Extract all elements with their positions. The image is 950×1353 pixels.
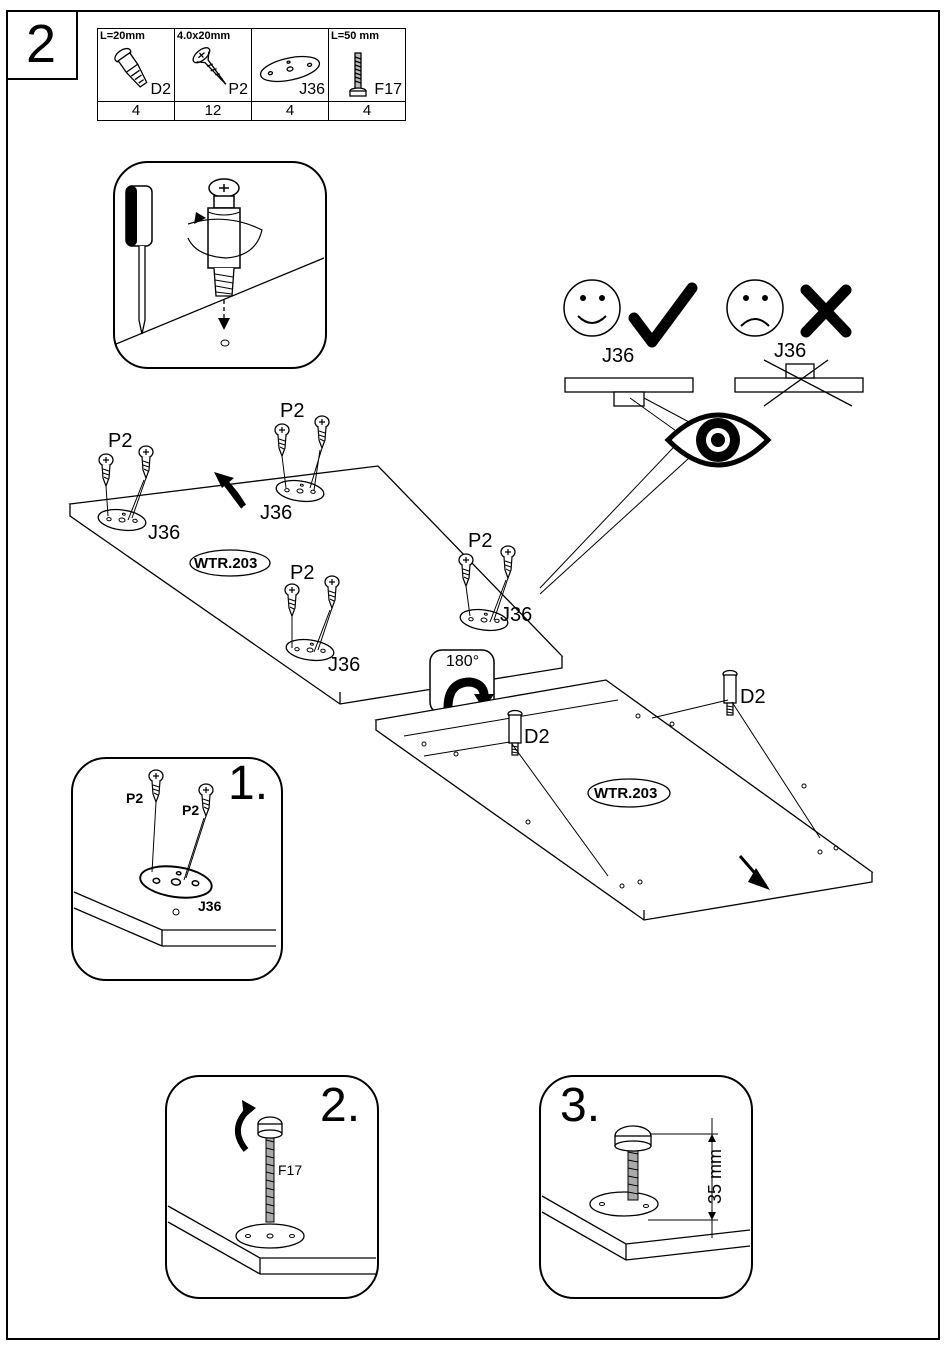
- sub-step-1: 1.: [228, 756, 268, 811]
- label-p2: P2: [468, 530, 492, 553]
- label-j36: J36: [148, 522, 180, 545]
- label-p2: P2: [290, 562, 314, 585]
- label-p2: P2: [182, 802, 199, 818]
- eye-icon: [668, 415, 768, 465]
- panel-code-lower: WTR.203: [594, 785, 657, 802]
- panel-code-upper: WTR.203: [194, 555, 257, 572]
- sub-step-2: 2.: [320, 1078, 360, 1133]
- label-j36-correct: J36: [602, 345, 634, 368]
- label-j36-wrong: J36: [774, 340, 806, 363]
- smiley-face-icon: [564, 280, 620, 336]
- label-j36: J36: [328, 654, 360, 677]
- sub-step-3: 3.: [560, 1078, 600, 1133]
- detail-cam-insert: [114, 162, 326, 368]
- label-j36: J36: [260, 502, 292, 525]
- label-p2: P2: [126, 790, 143, 806]
- label-j36: J36: [198, 898, 221, 914]
- check-mark-icon: [634, 288, 692, 342]
- label-f17: F17: [278, 1162, 302, 1178]
- label-p2: P2: [280, 400, 304, 423]
- label-j36: J36: [500, 604, 532, 627]
- label-d2: D2: [524, 726, 550, 749]
- cross-mark-icon: [806, 290, 846, 332]
- sad-face-icon: [727, 280, 783, 336]
- label-p2: P2: [108, 430, 132, 453]
- label-d2: D2: [740, 686, 766, 709]
- rotate-label: 180°: [446, 653, 479, 671]
- correct-orientation-diagram: [540, 280, 863, 594]
- measure-label: 35 mm: [705, 1149, 726, 1204]
